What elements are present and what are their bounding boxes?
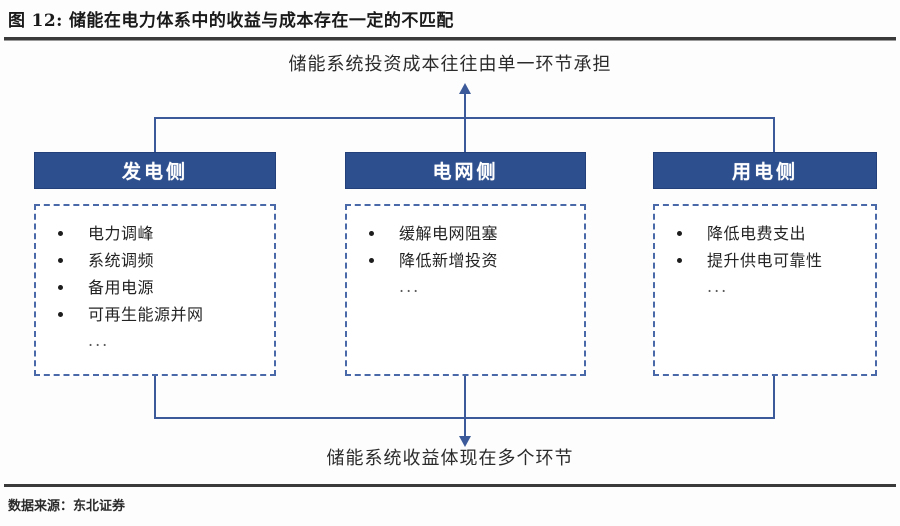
list-item: 降低新增投资 [347, 247, 584, 274]
list-ellipsis: ... [88, 331, 110, 350]
figure-number: 12: [31, 11, 63, 31]
title-divider [4, 37, 896, 41]
list-ellipsis: ... [399, 277, 421, 296]
bottom-arrow-head-icon [459, 436, 471, 447]
bottom-arrow-stem [464, 417, 466, 439]
figure-label: 图 [8, 11, 26, 31]
bottom-bracket-rise-left [154, 376, 156, 418]
column-header-1[interactable]: 发电侧 [34, 152, 276, 189]
list-item: 系统调频 [36, 247, 274, 274]
column-header-3[interactable]: 用电侧 [653, 152, 877, 189]
figure-title-text: 储能在电力体系中的收益与成本存在一定的不匹配 [68, 11, 454, 31]
bullet-list-2: 缓解电网阻塞 降低新增投资 ... [347, 206, 584, 300]
column-header-2[interactable]: 电网侧 [345, 152, 586, 189]
bottom-bracket-rise-right [773, 376, 775, 418]
list-item: 降低电费支出 [655, 220, 875, 247]
list-item: 备用电源 [36, 274, 274, 301]
bullet-list-3: 降低电费支出 提升供电可靠性 ... [655, 206, 875, 300]
column-body-2: 缓解电网阻塞 降低新增投资 ... [345, 204, 586, 376]
list-item: 提升供电可靠性 [655, 247, 875, 274]
source-note: 数据来源：东北证券 [8, 499, 126, 514]
list-item: 可再生能源并网 [36, 301, 274, 328]
column-body-1: 电力调峰 系统调频 备用电源 可再生能源并网 ... [34, 204, 276, 376]
top-caption: 储能系统投资成本往往由单一环节承担 [288, 54, 612, 75]
top-bracket-drop-right [773, 117, 775, 153]
top-arrow-head-icon [459, 83, 471, 94]
bottom-caption: 储能系统收益体现在多个环节 [326, 448, 574, 469]
top-bracket-drop-center [464, 117, 466, 153]
source-divider [4, 484, 896, 487]
list-ellipsis: ... [707, 277, 729, 296]
top-bracket-drop-left [154, 117, 156, 153]
list-item: 电力调峰 [36, 220, 274, 247]
bottom-bracket-rise-center [464, 376, 466, 418]
list-item: 缓解电网阻塞 [347, 220, 584, 247]
column-body-3: 降低电费支出 提升供电可靠性 ... [653, 204, 877, 376]
bullet-list-1: 电力调峰 系统调频 备用电源 可再生能源并网 ... [36, 206, 274, 354]
